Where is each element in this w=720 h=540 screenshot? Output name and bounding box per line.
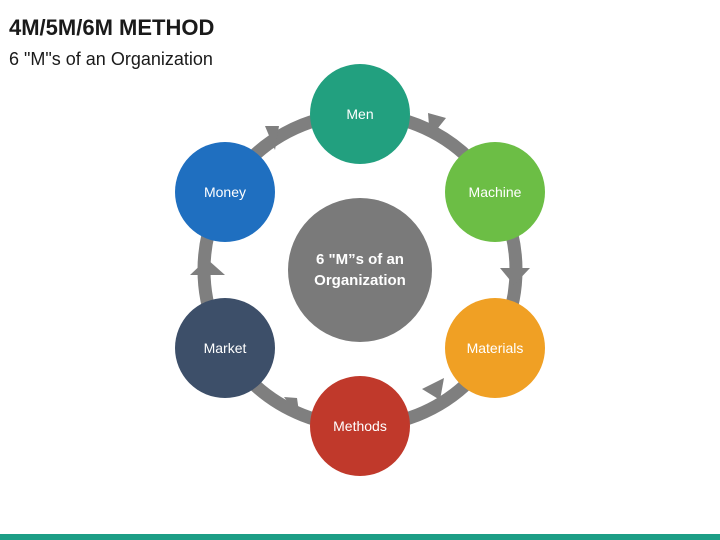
node-label: Machine: [469, 184, 522, 200]
arrow-machine-materials: [500, 268, 530, 285]
node-circle: [445, 298, 545, 398]
node-circle: [175, 298, 275, 398]
node-label: Men: [346, 106, 373, 122]
node-circle: [310, 376, 410, 476]
node-circle: [310, 64, 410, 164]
accent-bar: [0, 534, 720, 540]
node-label: Market: [204, 340, 247, 356]
slide-title: 4M/5M/6M METHOD: [9, 15, 215, 40]
arrow-materials-methods: [422, 378, 444, 400]
arrow-methods-market: [284, 397, 300, 419]
center-label-line1: 6 "M”s of an: [316, 251, 404, 268]
ring-arrows: [190, 113, 530, 419]
center-label-line2: Organization: [314, 272, 406, 289]
node-label: Money: [204, 184, 246, 200]
center-node: 6 "M”s of an Organization: [288, 198, 432, 342]
arrow-market-money: [190, 259, 225, 275]
node-materials: Materials: [445, 298, 545, 398]
slide-subtitle: 6 "M"s of an Organization: [9, 49, 213, 69]
node-circle: [445, 142, 545, 242]
node-circle: [175, 142, 275, 242]
node-market: Market: [175, 298, 275, 398]
node-money: Money: [175, 142, 275, 242]
node-label: Methods: [333, 418, 387, 434]
arrow-money-men: [265, 126, 279, 150]
node-label: Materials: [467, 340, 524, 356]
node-machine: Machine: [445, 142, 545, 242]
center-circle: [288, 198, 432, 342]
node-men: Men: [310, 64, 410, 164]
arrow-men-machine: [428, 113, 446, 138]
node-methods: Methods: [310, 376, 410, 476]
